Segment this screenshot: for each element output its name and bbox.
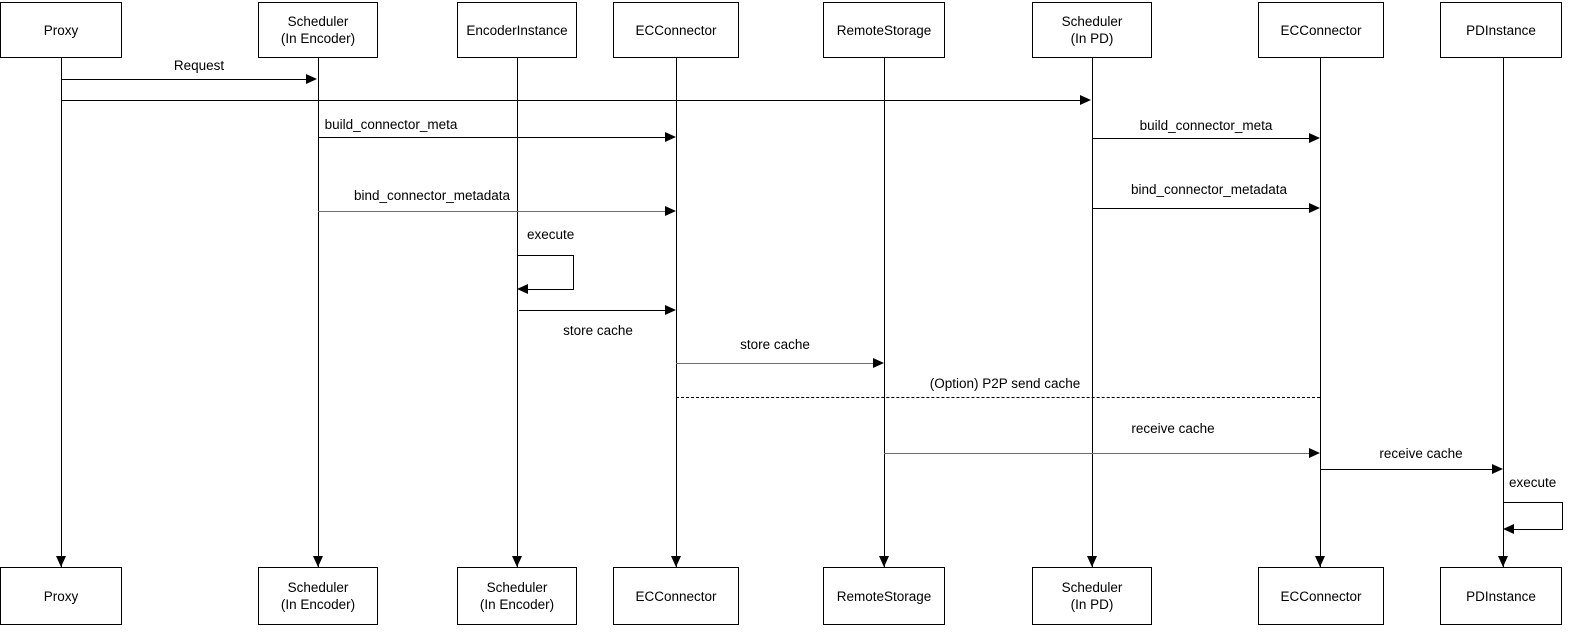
participant-label: RemoteStorage	[836, 588, 932, 604]
message-label-execute-encoder: execute	[527, 227, 575, 242]
message-line-p2p-send-cache	[676, 397, 1320, 398]
message-label-build-connector-meta-encoder: build_connector_meta	[324, 117, 458, 132]
message-line-store-cache-encoder	[519, 310, 665, 311]
participant-label: Proxy	[43, 588, 79, 604]
participant-label: EncoderInstance	[466, 22, 568, 38]
arrow-head-icon-lifeline-end-proxy	[56, 556, 66, 567]
message-label-bind-connector-metadata-pd: bind_connector_metadata	[1130, 182, 1288, 197]
participant-box-bottom-remotestorage[interactable]: RemoteStorage	[823, 567, 945, 625]
message-label-build-connector-meta-pd: build_connector_meta	[1139, 118, 1273, 133]
arrow-head-icon-build-connector-meta-pd	[1309, 133, 1320, 143]
arrow-head-icon-execute-pd	[1503, 524, 1514, 534]
participant-label: Scheduler (In PD)	[1061, 580, 1123, 612]
message-line-proxy-to-scheduler-pd	[61, 100, 1081, 101]
message-line-bind-connector-metadata-pd	[1092, 208, 1309, 209]
message-label-bind-connector-metadata-encoder: bind_connector_metadata	[353, 188, 511, 203]
participant-label: Scheduler (In Encoder)	[280, 580, 356, 612]
participant-label: Scheduler (In Encoder)	[280, 14, 356, 46]
message-line-build-connector-meta-pd	[1092, 138, 1309, 139]
participant-box-top-proxy[interactable]: Proxy	[0, 2, 122, 58]
arrow-head-icon-lifeline-end-ecconnector-2	[1315, 556, 1325, 567]
self-message-bottom-execute-encoder	[528, 289, 574, 290]
participant-label: Scheduler (In Encoder)	[479, 580, 555, 612]
lifeline-scheduler-in-pd	[1092, 58, 1093, 567]
arrow-head-icon-store-cache-remote	[873, 358, 884, 368]
message-label-execute-pd: execute	[1509, 475, 1557, 490]
participant-box-bottom-ecconnector-2[interactable]: ECConnector	[1258, 567, 1384, 625]
participant-box-bottom-ecconnector-1[interactable]: ECConnector	[613, 567, 739, 625]
self-message-side-execute-pd	[1562, 502, 1563, 530]
self-message-top-execute-encoder	[517, 255, 574, 256]
participant-box-bottom-proxy[interactable]: Proxy	[0, 567, 122, 625]
lifeline-encoderinstance	[517, 58, 518, 567]
participant-box-top-scheduler-in-encoder[interactable]: Scheduler (In Encoder)	[258, 2, 378, 58]
participant-box-top-ecconnector-1[interactable]: ECConnector	[613, 2, 739, 58]
lifeline-scheduler-in-encoder	[318, 58, 319, 567]
lifeline-ecconnector-1	[676, 58, 677, 567]
arrow-head-icon-request	[306, 74, 317, 84]
lifeline-remotestorage	[884, 58, 885, 567]
arrow-head-icon-store-cache-encoder	[665, 305, 676, 315]
arrow-head-icon-lifeline-end-scheduler-in-encoder	[313, 556, 323, 567]
arrow-head-icon-proxy-to-scheduler-pd	[1080, 95, 1091, 105]
arrow-head-icon-lifeline-end-encoderinstance	[512, 556, 522, 567]
participant-box-top-pdinstance[interactable]: PDInstance	[1440, 2, 1562, 58]
participant-label: ECConnector	[1280, 22, 1362, 38]
participant-label: ECConnector	[635, 588, 717, 604]
message-line-store-cache-remote	[676, 363, 873, 364]
arrow-head-icon-lifeline-end-ecconnector-1	[671, 556, 681, 567]
participant-label: RemoteStorage	[836, 22, 932, 38]
self-message-top-execute-pd	[1503, 502, 1563, 503]
message-label-request: Request	[173, 58, 225, 73]
participant-label: PDInstance	[1466, 22, 1536, 38]
message-line-receive-cache-pd	[1320, 469, 1492, 470]
lifeline-proxy	[61, 58, 62, 567]
participant-box-top-encoderinstance[interactable]: EncoderInstance	[457, 2, 577, 58]
lifeline-pdinstance	[1503, 58, 1504, 567]
arrow-head-icon-bind-connector-metadata-encoder	[665, 206, 676, 216]
lifeline-ecconnector-2	[1320, 58, 1321, 567]
message-label-store-cache-encoder: store cache	[563, 323, 633, 338]
participant-box-top-remotestorage[interactable]: RemoteStorage	[823, 2, 945, 58]
participant-label: Proxy	[43, 22, 79, 38]
participant-box-bottom-scheduler-in-pd[interactable]: Scheduler (In PD)	[1032, 567, 1152, 625]
arrow-head-icon-receive-cache-remote	[1309, 448, 1320, 458]
participant-box-top-ecconnector-2[interactable]: ECConnector	[1258, 2, 1384, 58]
participant-label: Scheduler (In PD)	[1061, 14, 1123, 46]
arrow-head-icon-lifeline-end-remotestorage	[879, 556, 889, 567]
arrow-head-icon-bind-connector-metadata-pd	[1309, 203, 1320, 213]
message-label-receive-cache-pd: receive cache	[1379, 446, 1463, 461]
participant-label: PDInstance	[1466, 588, 1536, 604]
arrow-head-icon-lifeline-end-scheduler-in-pd	[1087, 556, 1097, 567]
message-line-bind-connector-metadata-encoder	[318, 211, 665, 212]
arrow-head-icon-build-connector-meta-encoder	[665, 132, 676, 142]
participant-label: ECConnector	[1280, 588, 1362, 604]
participant-box-bottom-pdinstance[interactable]: PDInstance	[1440, 567, 1562, 625]
self-message-side-execute-encoder	[573, 255, 574, 290]
self-message-bottom-execute-pd	[1514, 529, 1563, 530]
message-line-receive-cache-remote	[884, 453, 1309, 454]
message-line-request	[61, 79, 307, 80]
message-line-build-connector-meta-encoder	[318, 137, 665, 138]
participant-label: ECConnector	[635, 22, 717, 38]
participant-box-top-scheduler-in-pd[interactable]: Scheduler (In PD)	[1032, 2, 1152, 58]
arrow-head-icon-lifeline-end-pdinstance	[1498, 556, 1508, 567]
message-label-receive-cache-remote: receive cache	[1131, 421, 1215, 436]
participant-box-bottom-scheduler-in-encoder[interactable]: Scheduler (In Encoder)	[258, 567, 378, 625]
participant-box-bottom-encoderinstance[interactable]: Scheduler (In Encoder)	[457, 567, 577, 625]
message-label-store-cache-remote: store cache	[740, 337, 810, 352]
arrow-head-icon-receive-cache-pd	[1492, 464, 1503, 474]
message-label-p2p-send-cache: (Option) P2P send cache	[929, 376, 1081, 391]
arrow-head-icon-execute-encoder	[517, 284, 528, 294]
